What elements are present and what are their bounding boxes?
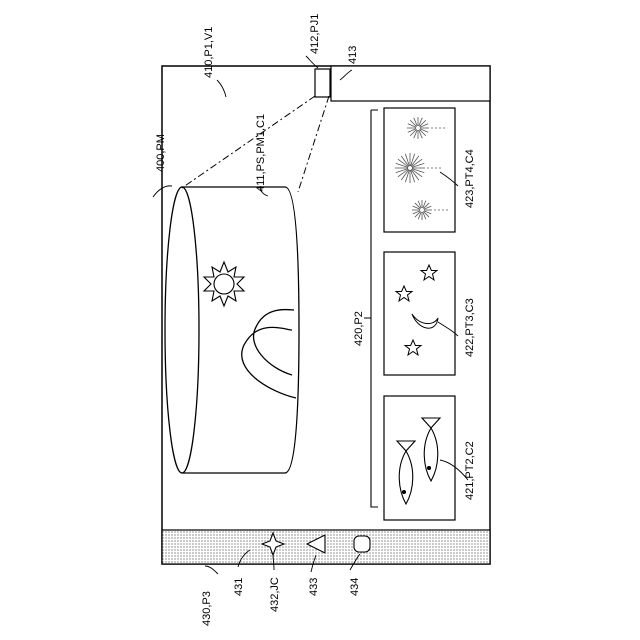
label-422: 422,PT3,C3 (464, 298, 476, 357)
label-423: 423,PT4,C4 (464, 149, 476, 208)
group-bracket (364, 110, 378, 507)
label-413: 413 (347, 46, 359, 64)
label-400: 400,PM (155, 134, 167, 172)
label-421: 421,PT2,C2 (464, 441, 476, 500)
label-434: 434 (349, 578, 361, 596)
label-430: 430,P3 (201, 591, 213, 626)
projection-line-1 (179, 96, 315, 190)
projector-box (315, 69, 330, 97)
projection-line-2 (298, 96, 329, 192)
navigation-bar (162, 530, 490, 564)
sun-icon (204, 262, 244, 306)
thumbnail-fish[interactable] (384, 396, 455, 520)
thumbnail-night-sky[interactable] (384, 252, 455, 375)
label-411: 411,PS,PM1,C1 (255, 114, 267, 192)
mountains-drawing (242, 310, 296, 398)
label-433: 433 (308, 578, 320, 596)
label-410: 410,P1,V1 (203, 27, 215, 78)
label-431: 431 (233, 578, 245, 596)
label-412: 412,PJ1 (309, 14, 321, 54)
top-bar (331, 66, 490, 101)
projection-cylinder (165, 187, 299, 473)
rounded-square-icon[interactable] (354, 536, 370, 552)
label-420: 420,P2 (353, 311, 365, 346)
label-432: 432,JC (269, 577, 281, 612)
